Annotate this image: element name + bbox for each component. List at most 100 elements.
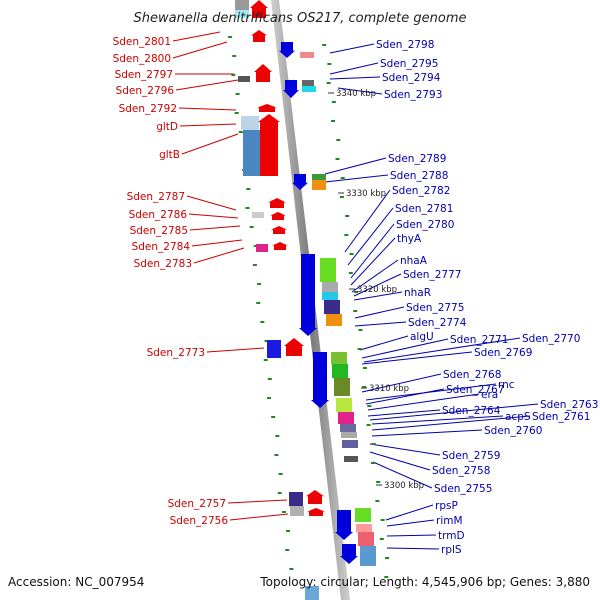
gene-category-block [235, 10, 249, 18]
position-mark-label: 3310 kbp [369, 384, 409, 394]
forward-gene-arrow[interactable] [284, 338, 304, 356]
gene-label-sden_2789[interactable]: Sden_2789 [388, 153, 446, 165]
gene-label-sden_2760[interactable]: Sden_2760 [484, 425, 542, 437]
gene-label-sden_2767[interactable]: Sden_2767 [446, 384, 504, 396]
gc-marker [256, 302, 261, 304]
forward-gene-arrow[interactable] [270, 212, 286, 220]
forward-gene-arrow[interactable] [268, 198, 286, 208]
gene-label-gltd[interactable]: gltD [156, 121, 178, 133]
leader-line [369, 451, 431, 471]
leader-line [361, 351, 473, 365]
forward-gene-arrow[interactable] [257, 104, 277, 112]
gene-label-rpsp[interactable]: rpsP [435, 500, 458, 512]
gc-marker [376, 481, 381, 483]
leader-line [188, 213, 239, 219]
gc-marker [267, 378, 272, 380]
gene-label-sden_2792[interactable]: Sden_2792 [119, 103, 177, 115]
gene-label-sden_2755[interactable]: Sden_2755 [434, 483, 492, 495]
gene-category-block [256, 244, 268, 252]
gene-label-rpls[interactable]: rplS [441, 544, 462, 556]
gene-label-sden_2793[interactable]: Sden_2793 [384, 89, 442, 101]
gc-marker [362, 386, 367, 388]
gene-label-rimm[interactable]: rimM [436, 515, 463, 527]
leader-line [385, 504, 434, 521]
leader-line [344, 189, 391, 253]
gene-label-era[interactable]: era [481, 389, 498, 401]
gene-label-sden_2759[interactable]: Sden_2759 [442, 450, 500, 462]
gene-label-sden_2796[interactable]: Sden_2796 [116, 85, 175, 97]
reverse-gene-arrow[interactable] [283, 80, 299, 98]
leader-line [193, 247, 245, 264]
gene-label-sden_2774[interactable]: Sden_2774 [408, 317, 467, 329]
gene-label-sden_2764[interactable]: Sden_2764 [442, 405, 501, 417]
forward-gene-arrow[interactable] [250, 0, 268, 18]
forward-gene-arrow[interactable] [251, 30, 267, 42]
gene-label-nhar[interactable]: nhaR [404, 287, 431, 299]
gene-label-sden_2800[interactable]: Sden_2800 [113, 53, 171, 65]
gene-label-acps[interactable]: acpS [505, 411, 531, 423]
gene-label-sden_2801[interactable]: Sden_2801 [113, 36, 171, 48]
gene-label-sden_2788[interactable]: Sden_2788 [390, 170, 448, 182]
gene-label-sden_2769[interactable]: Sden_2769 [474, 347, 532, 359]
forward-gene-arrow[interactable] [254, 64, 272, 82]
gene-label-sden_2797[interactable]: Sden_2797 [115, 69, 173, 81]
leader-line [206, 347, 265, 353]
gene-label-sden_2782[interactable]: Sden_2782 [392, 185, 450, 197]
gc-marker [257, 283, 262, 285]
forward-gene-arrow[interactable] [307, 508, 325, 516]
leader-line [229, 513, 289, 521]
gene-label-sden_2786[interactable]: Sden_2786 [129, 209, 188, 221]
leader-line [369, 403, 539, 421]
gc-marker [266, 397, 271, 399]
gene-label-gltb[interactable]: gltB [159, 149, 180, 161]
reverse-gene-arrow[interactable] [299, 254, 317, 336]
reverse-gene-arrow[interactable] [292, 174, 308, 190]
forward-gene-arrow[interactable] [272, 242, 288, 250]
gc-skew-markers [228, 36, 390, 578]
gene-label-sden_2771[interactable]: Sden_2771 [450, 334, 508, 346]
gene-label-algu[interactable]: algU [410, 331, 434, 343]
leader-line [172, 31, 221, 42]
gene-label-sden_2781[interactable]: Sden_2781 [395, 203, 453, 215]
forward-gene-arrow[interactable] [306, 490, 324, 504]
gene-label-sden_2777[interactable]: Sden_2777 [403, 269, 461, 281]
gene-label-nhaa[interactable]: nhaA [400, 255, 428, 267]
position-mark-label: 3300 kbp [384, 481, 424, 491]
leader-line [361, 338, 449, 359]
gene-label-sden_2773[interactable]: Sden_2773 [147, 347, 205, 359]
reverse-gene-arrow[interactable] [340, 544, 358, 564]
gene-category-block [341, 432, 357, 438]
reverse-gene-arrow[interactable] [311, 352, 329, 408]
gene-label-trmd[interactable]: trmD [438, 530, 465, 542]
reverse-gene-arrow[interactable] [279, 42, 295, 58]
gene-category-block [344, 456, 358, 462]
gene-label-sden_2784[interactable]: Sden_2784 [132, 241, 191, 253]
gc-marker [289, 568, 294, 570]
forward-gene-arrow[interactable] [258, 114, 280, 176]
gene-label-sden_2758[interactable]: Sden_2758 [432, 465, 490, 477]
gene-label-sden_2763[interactable]: Sden_2763 [540, 399, 598, 411]
gene-label-sden_2768[interactable]: Sden_2768 [443, 369, 501, 381]
gene-label-sden_2761[interactable]: Sden_2761 [532, 411, 590, 423]
gene-label-sden_2780[interactable]: Sden_2780 [396, 219, 454, 231]
gene-label-sden_2795[interactable]: Sden_2795 [380, 58, 438, 70]
gc-marker [274, 454, 279, 456]
gene-label-sden_2770[interactable]: Sden_2770 [522, 333, 580, 345]
gene-label-sden_2775[interactable]: Sden_2775 [406, 302, 464, 314]
leader-line [178, 107, 237, 111]
gene-label-sden_2798[interactable]: Sden_2798 [376, 39, 434, 51]
gene-label-sden_2756[interactable]: Sden_2756 [170, 515, 229, 527]
gene-label-sden_2757[interactable]: Sden_2757 [168, 498, 226, 510]
gene-label-sden_2787[interactable]: Sden_2787 [127, 191, 185, 203]
gene-label-sden_2785[interactable]: Sden_2785 [130, 225, 188, 237]
forward-gene-arrow[interactable] [271, 226, 287, 234]
leader-line [386, 519, 435, 527]
leader-line [371, 415, 504, 425]
gene-label-sden_2794[interactable]: Sden_2794 [382, 72, 441, 84]
gene-label-thya[interactable]: thyA [397, 233, 422, 245]
gc-marker [232, 55, 237, 57]
gene-label-rnc[interactable]: rnc [498, 379, 515, 391]
gene-category-block [324, 300, 340, 314]
reverse-gene-arrow[interactable] [335, 510, 353, 540]
gene-label-sden_2783[interactable]: Sden_2783 [134, 258, 192, 270]
